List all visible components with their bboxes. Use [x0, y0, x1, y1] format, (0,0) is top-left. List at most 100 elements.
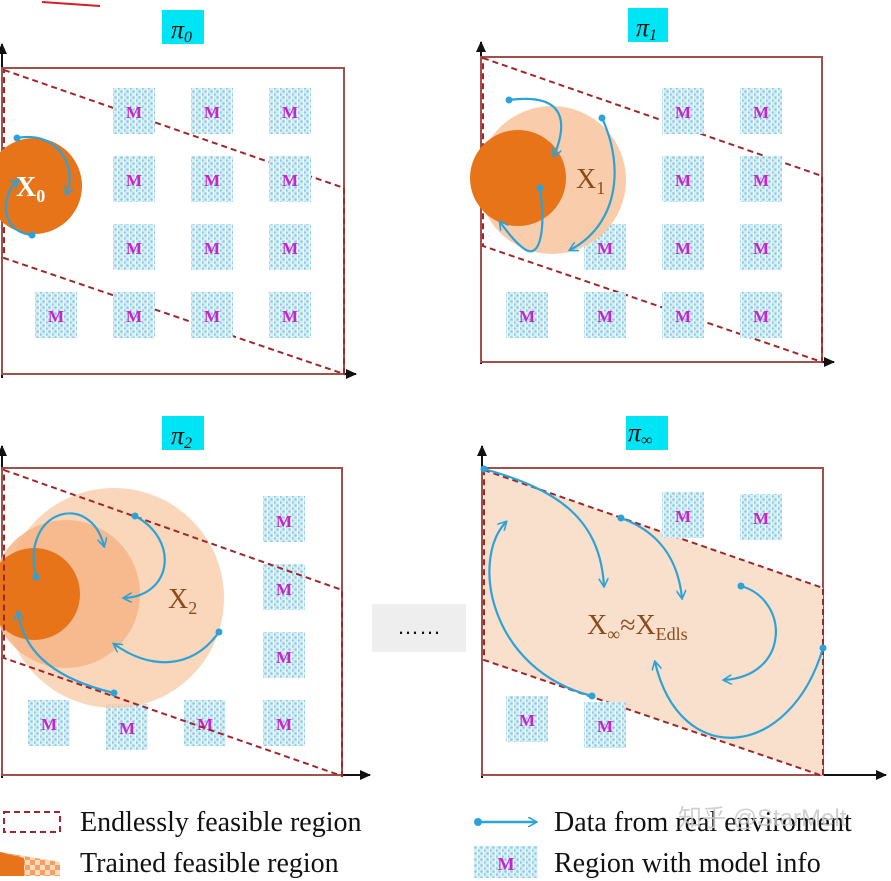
endless-feasible-region: [3, 68, 345, 376]
model-tile: M: [269, 292, 311, 338]
model-tile: M: [662, 224, 704, 270]
trained-region: [0, 138, 82, 234]
model-tile: M: [263, 632, 305, 678]
watermark: 知乎 @StarMelt: [678, 805, 847, 832]
model-tile: M: [106, 704, 148, 750]
svg-text:M: M: [519, 307, 535, 326]
panel-title: π2: [171, 421, 192, 452]
panel-pi-inf: π∞ M M M M X∞≈XEdls: [477, 416, 887, 780]
svg-text:M: M: [48, 307, 64, 326]
real-data-arrow: [18, 612, 115, 695]
real-data-arrow: [124, 515, 166, 598]
svg-text:M: M: [597, 239, 613, 258]
legend-item-trained: Trained feasible region: [0, 848, 339, 879]
svg-text:M: M: [753, 307, 769, 326]
model-tiles: M M M M: [506, 492, 782, 748]
model-tile: M: [662, 88, 704, 134]
model-tile: M: [191, 224, 233, 270]
svg-text:M: M: [276, 512, 292, 531]
model-tile: M: [269, 156, 311, 202]
model-tile: M: [269, 224, 311, 270]
real-data-arrow: [655, 647, 825, 739]
svg-text:M: M: [276, 715, 292, 734]
svg-text:M: M: [498, 854, 515, 874]
panel-pi-0: π0 M M M M M M M M M M M M M X0: [0, 10, 357, 379]
model-tile: M: [113, 156, 155, 202]
model-tile: M: [740, 88, 782, 134]
svg-text:M: M: [126, 307, 142, 326]
svg-text:M: M: [753, 239, 769, 258]
legend-label: Region with model info: [554, 848, 821, 879]
real-data-arrow: [724, 584, 777, 680]
real-data-arrow: [483, 467, 604, 586]
real-data-arrow: [4, 180, 33, 237]
trained-region-old: [470, 130, 566, 226]
panel-title: π1: [636, 13, 657, 44]
legend-label: Endlessly feasible region: [80, 807, 361, 838]
model-tile: M: [740, 156, 782, 202]
model-tile: M: [35, 292, 77, 338]
svg-text:M: M: [753, 103, 769, 122]
legend-label: Data from real enviroment: [554, 807, 852, 838]
svg-text:M: M: [276, 580, 292, 599]
legend-item-real-data: Data from real enviroment: [474, 807, 852, 838]
svg-text:M: M: [753, 171, 769, 190]
svg-text:M: M: [204, 171, 220, 190]
svg-text:M: M: [597, 307, 613, 326]
svg-text:M: M: [519, 711, 535, 730]
svg-text:M: M: [126, 103, 142, 122]
legend: Endlessly feasible region Trained feasib…: [0, 807, 852, 879]
panel-title: π∞: [628, 418, 652, 449]
svg-text:M: M: [675, 307, 691, 326]
model-tile: M: [662, 156, 704, 202]
region-label: X2: [168, 584, 197, 618]
svg-text:M: M: [675, 103, 691, 122]
region-label: X1: [576, 164, 605, 198]
model-tile: M: [506, 292, 548, 338]
model-tile: M: [113, 88, 155, 134]
svg-text:M: M: [282, 171, 298, 190]
real-data-arrow: [114, 631, 220, 664]
model-tile: M: [263, 564, 305, 610]
svg-text:M: M: [675, 239, 691, 258]
model-tile: M: [113, 292, 155, 338]
svg-text:M: M: [126, 239, 142, 258]
panel-pi-2: π2 M M M M M M M X2: [0, 416, 371, 780]
model-tile: M: [28, 700, 70, 746]
real-data-arrow: [32, 512, 104, 578]
panel-title-bg: [162, 10, 204, 44]
model-tile: M: [584, 292, 626, 338]
model-tile: M: [740, 494, 782, 540]
trained-equals-endless-region: [483, 468, 824, 778]
model-tile: M: [191, 292, 233, 338]
svg-text:M: M: [204, 239, 220, 258]
model-tile: M: [662, 292, 704, 338]
model-tile: M: [191, 88, 233, 134]
region-label: X0: [16, 172, 45, 206]
legend-item-model: M Region with model info: [474, 846, 821, 879]
real-data-arrow: [508, 97, 563, 156]
svg-text:M: M: [597, 717, 613, 736]
panel-title: π0: [171, 15, 192, 46]
stray-red-stroke: [41, 1, 101, 7]
legend-item-endless: Endlessly feasible region: [3, 807, 361, 838]
panel-title-bg: [626, 416, 668, 450]
model-tile: M: [263, 496, 305, 542]
svg-text:M: M: [204, 103, 220, 122]
svg-text:M: M: [126, 171, 142, 190]
real-data-arrow: [500, 187, 544, 253]
model-tiles: M M M M M M M M M M M M M: [35, 88, 311, 338]
region-label: X∞≈XEdls: [587, 610, 688, 644]
real-data-arrow: [620, 516, 682, 598]
svg-text:M: M: [675, 507, 691, 526]
model-tile: M: [191, 156, 233, 202]
model-tiles: M M M M M M M M M M M: [506, 88, 782, 338]
legend-label: Trained feasible region: [80, 848, 339, 879]
model-tiles: M M M M M M M: [28, 496, 305, 750]
real-data-arrow: [16, 135, 70, 194]
svg-text:M: M: [276, 648, 292, 667]
svg-text:M: M: [282, 307, 298, 326]
svg-text:M: M: [753, 509, 769, 528]
model-tile: M: [740, 292, 782, 338]
svg-text:M: M: [282, 103, 298, 122]
